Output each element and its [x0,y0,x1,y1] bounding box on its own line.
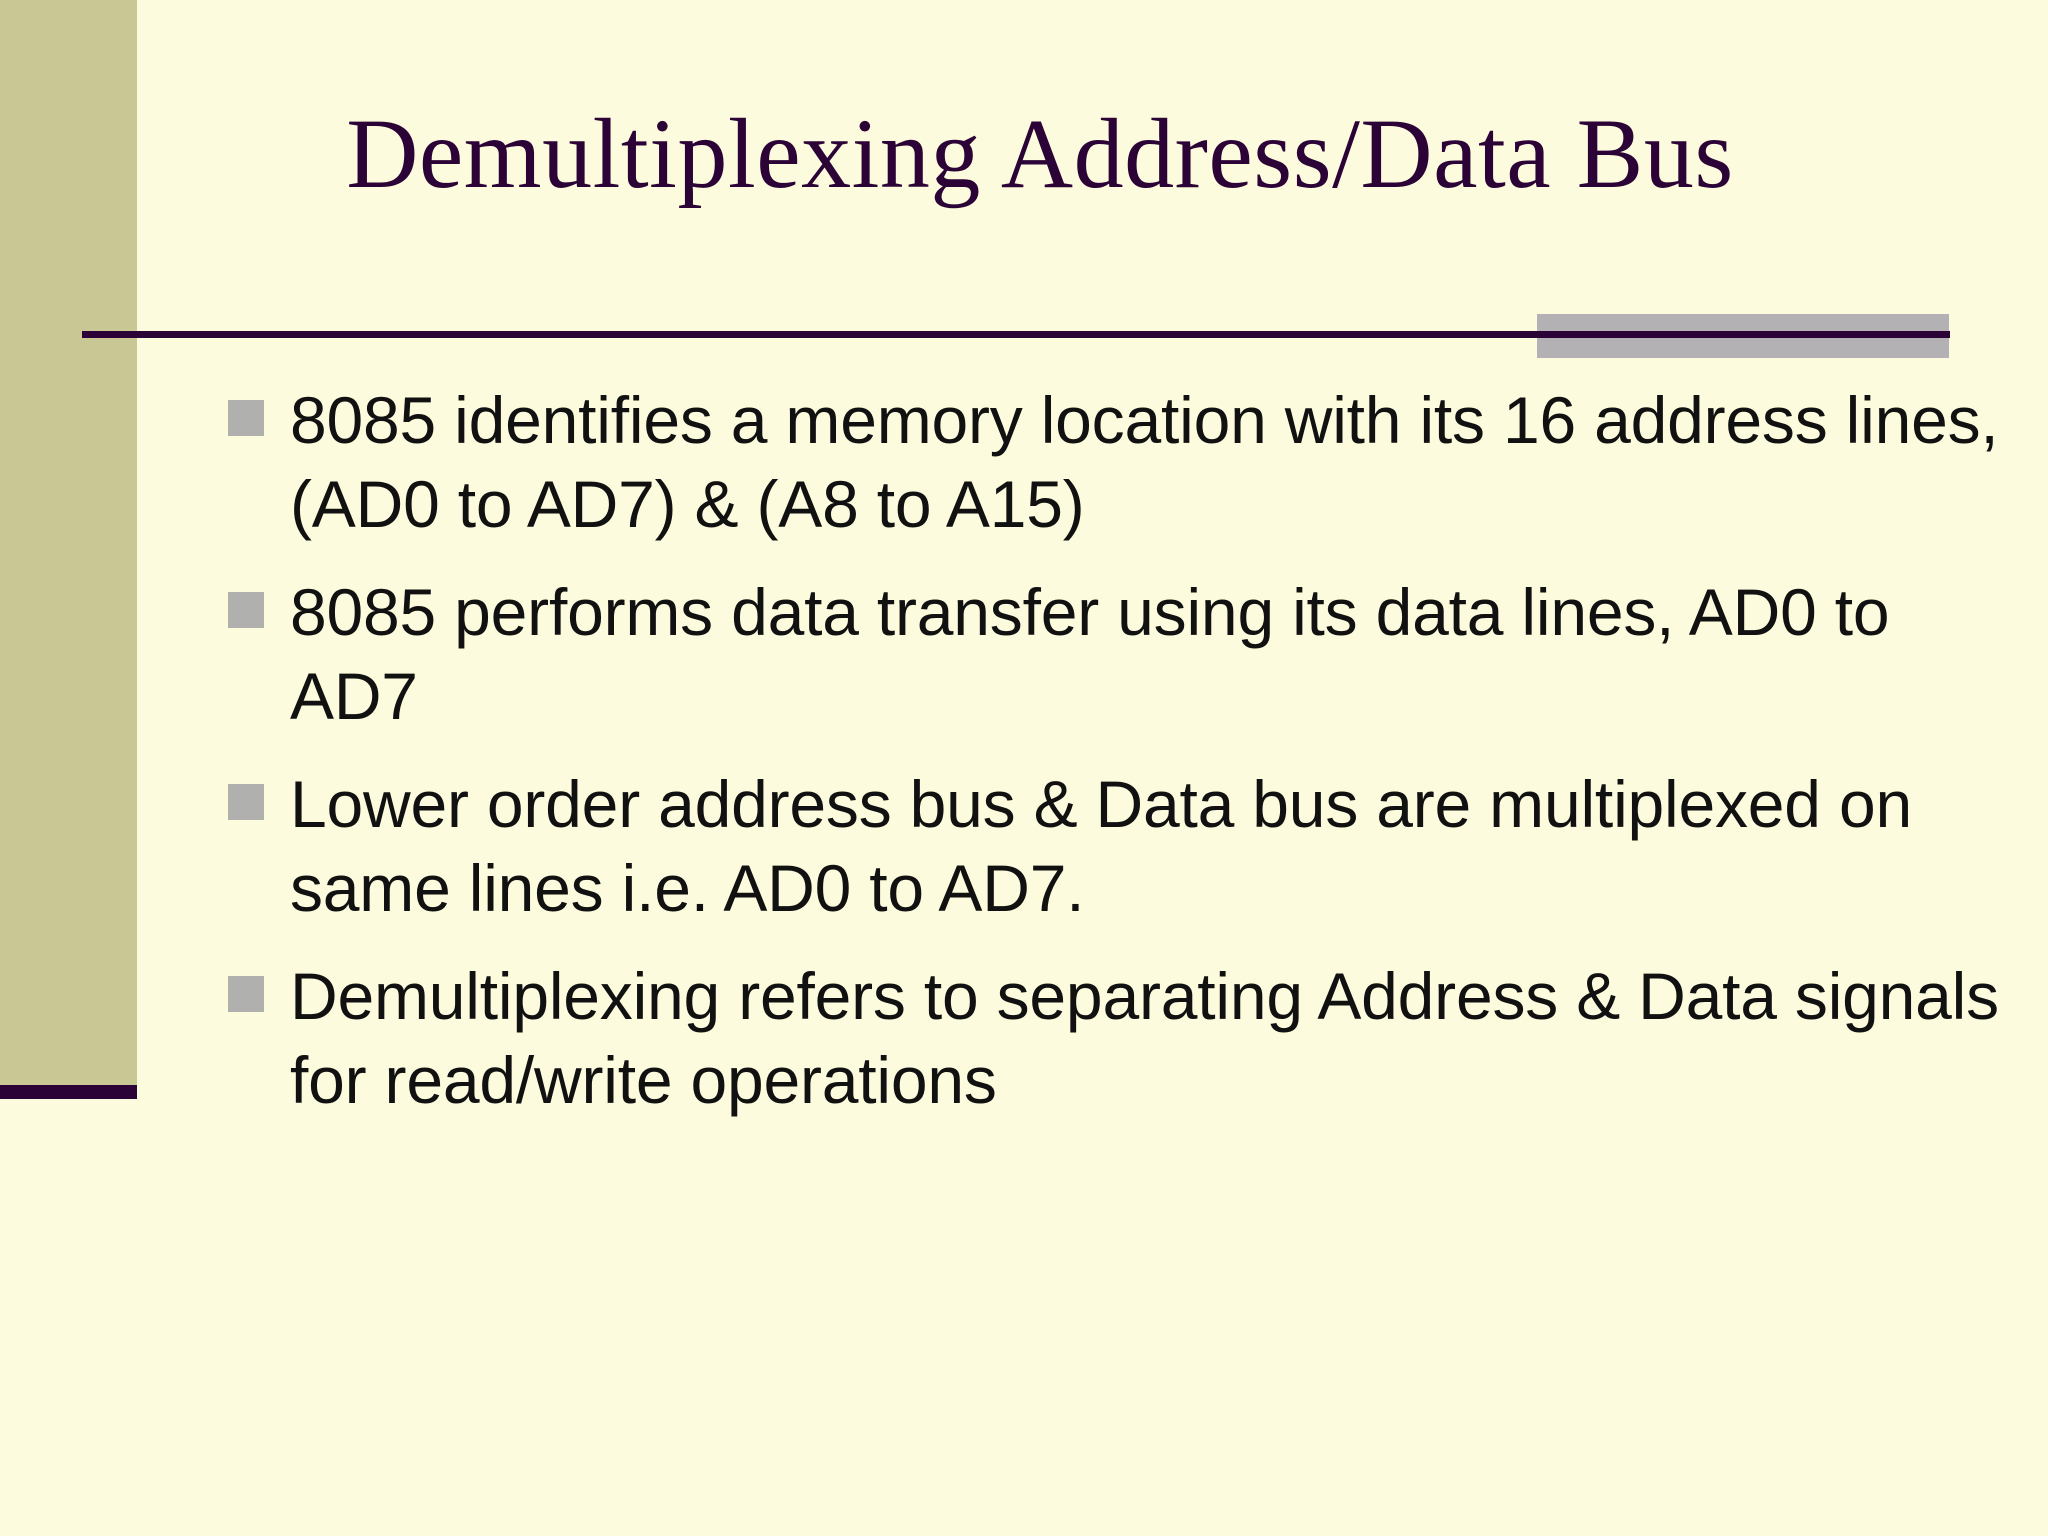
bullet-text: Demultiplexing refers to separating Addr… [290,959,1999,1117]
list-item: 8085 identifies a memory location with i… [228,378,2018,546]
list-item: 8085 performs data transfer using its da… [228,570,2018,738]
bullet-text: 8085 identifies a memory location with i… [290,383,1999,541]
slide-title: Demultiplexing Address/Data Bus [346,98,1734,209]
bullet-text: Lower order address bus & Data bus are m… [290,767,1912,925]
bullet-list: 8085 identifies a memory location with i… [228,378,2018,1146]
title-divider-rule [82,331,1950,338]
list-item: Lower order address bus & Data bus are m… [228,762,2018,930]
left-band-foot-accent [0,1085,137,1099]
square-bullet-icon [228,592,264,628]
square-bullet-icon [228,784,264,820]
bullet-text: 8085 performs data transfer using its da… [290,575,1890,733]
left-decorative-band [0,0,137,1085]
square-bullet-icon [228,400,264,436]
list-item: Demultiplexing refers to separating Addr… [228,954,2018,1122]
square-bullet-icon [228,976,264,1012]
